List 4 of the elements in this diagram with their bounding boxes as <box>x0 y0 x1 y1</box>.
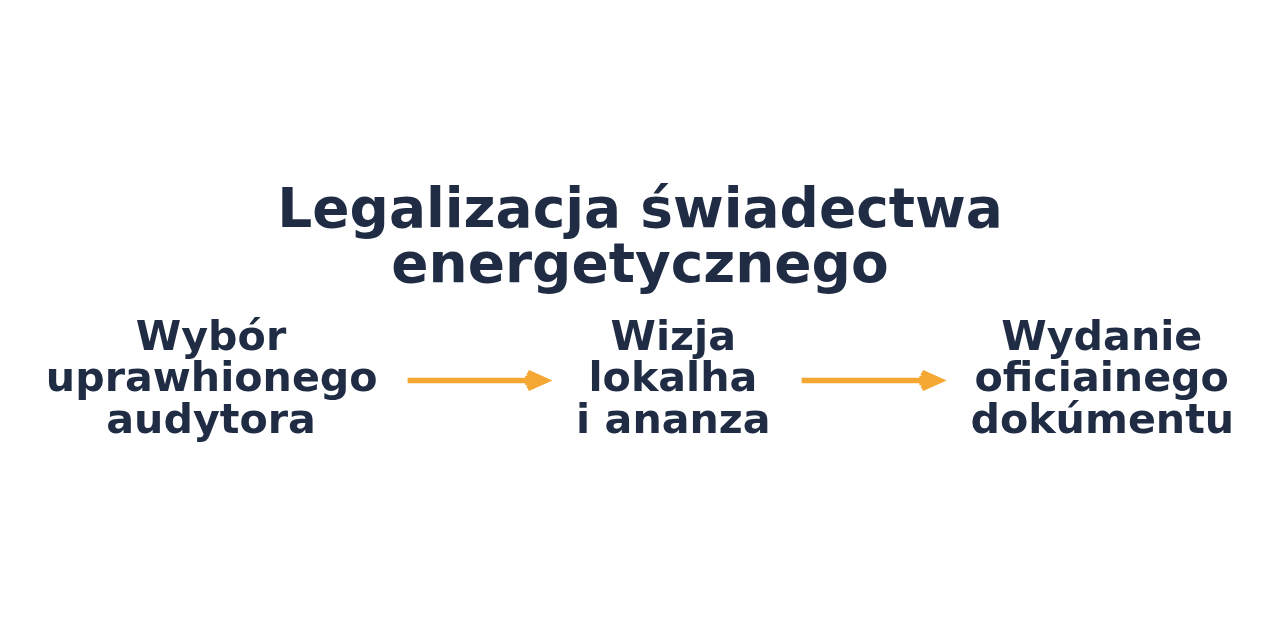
diagram-title: Legalizacja świadectwa energetycznego <box>277 175 1003 295</box>
node-text: Wizja lokalha i ananza <box>576 312 771 443</box>
node-text: Wybór uprawhionego audytora <box>45 312 378 443</box>
node-text: Wydanie oficiainego dokúmentu <box>970 312 1235 443</box>
